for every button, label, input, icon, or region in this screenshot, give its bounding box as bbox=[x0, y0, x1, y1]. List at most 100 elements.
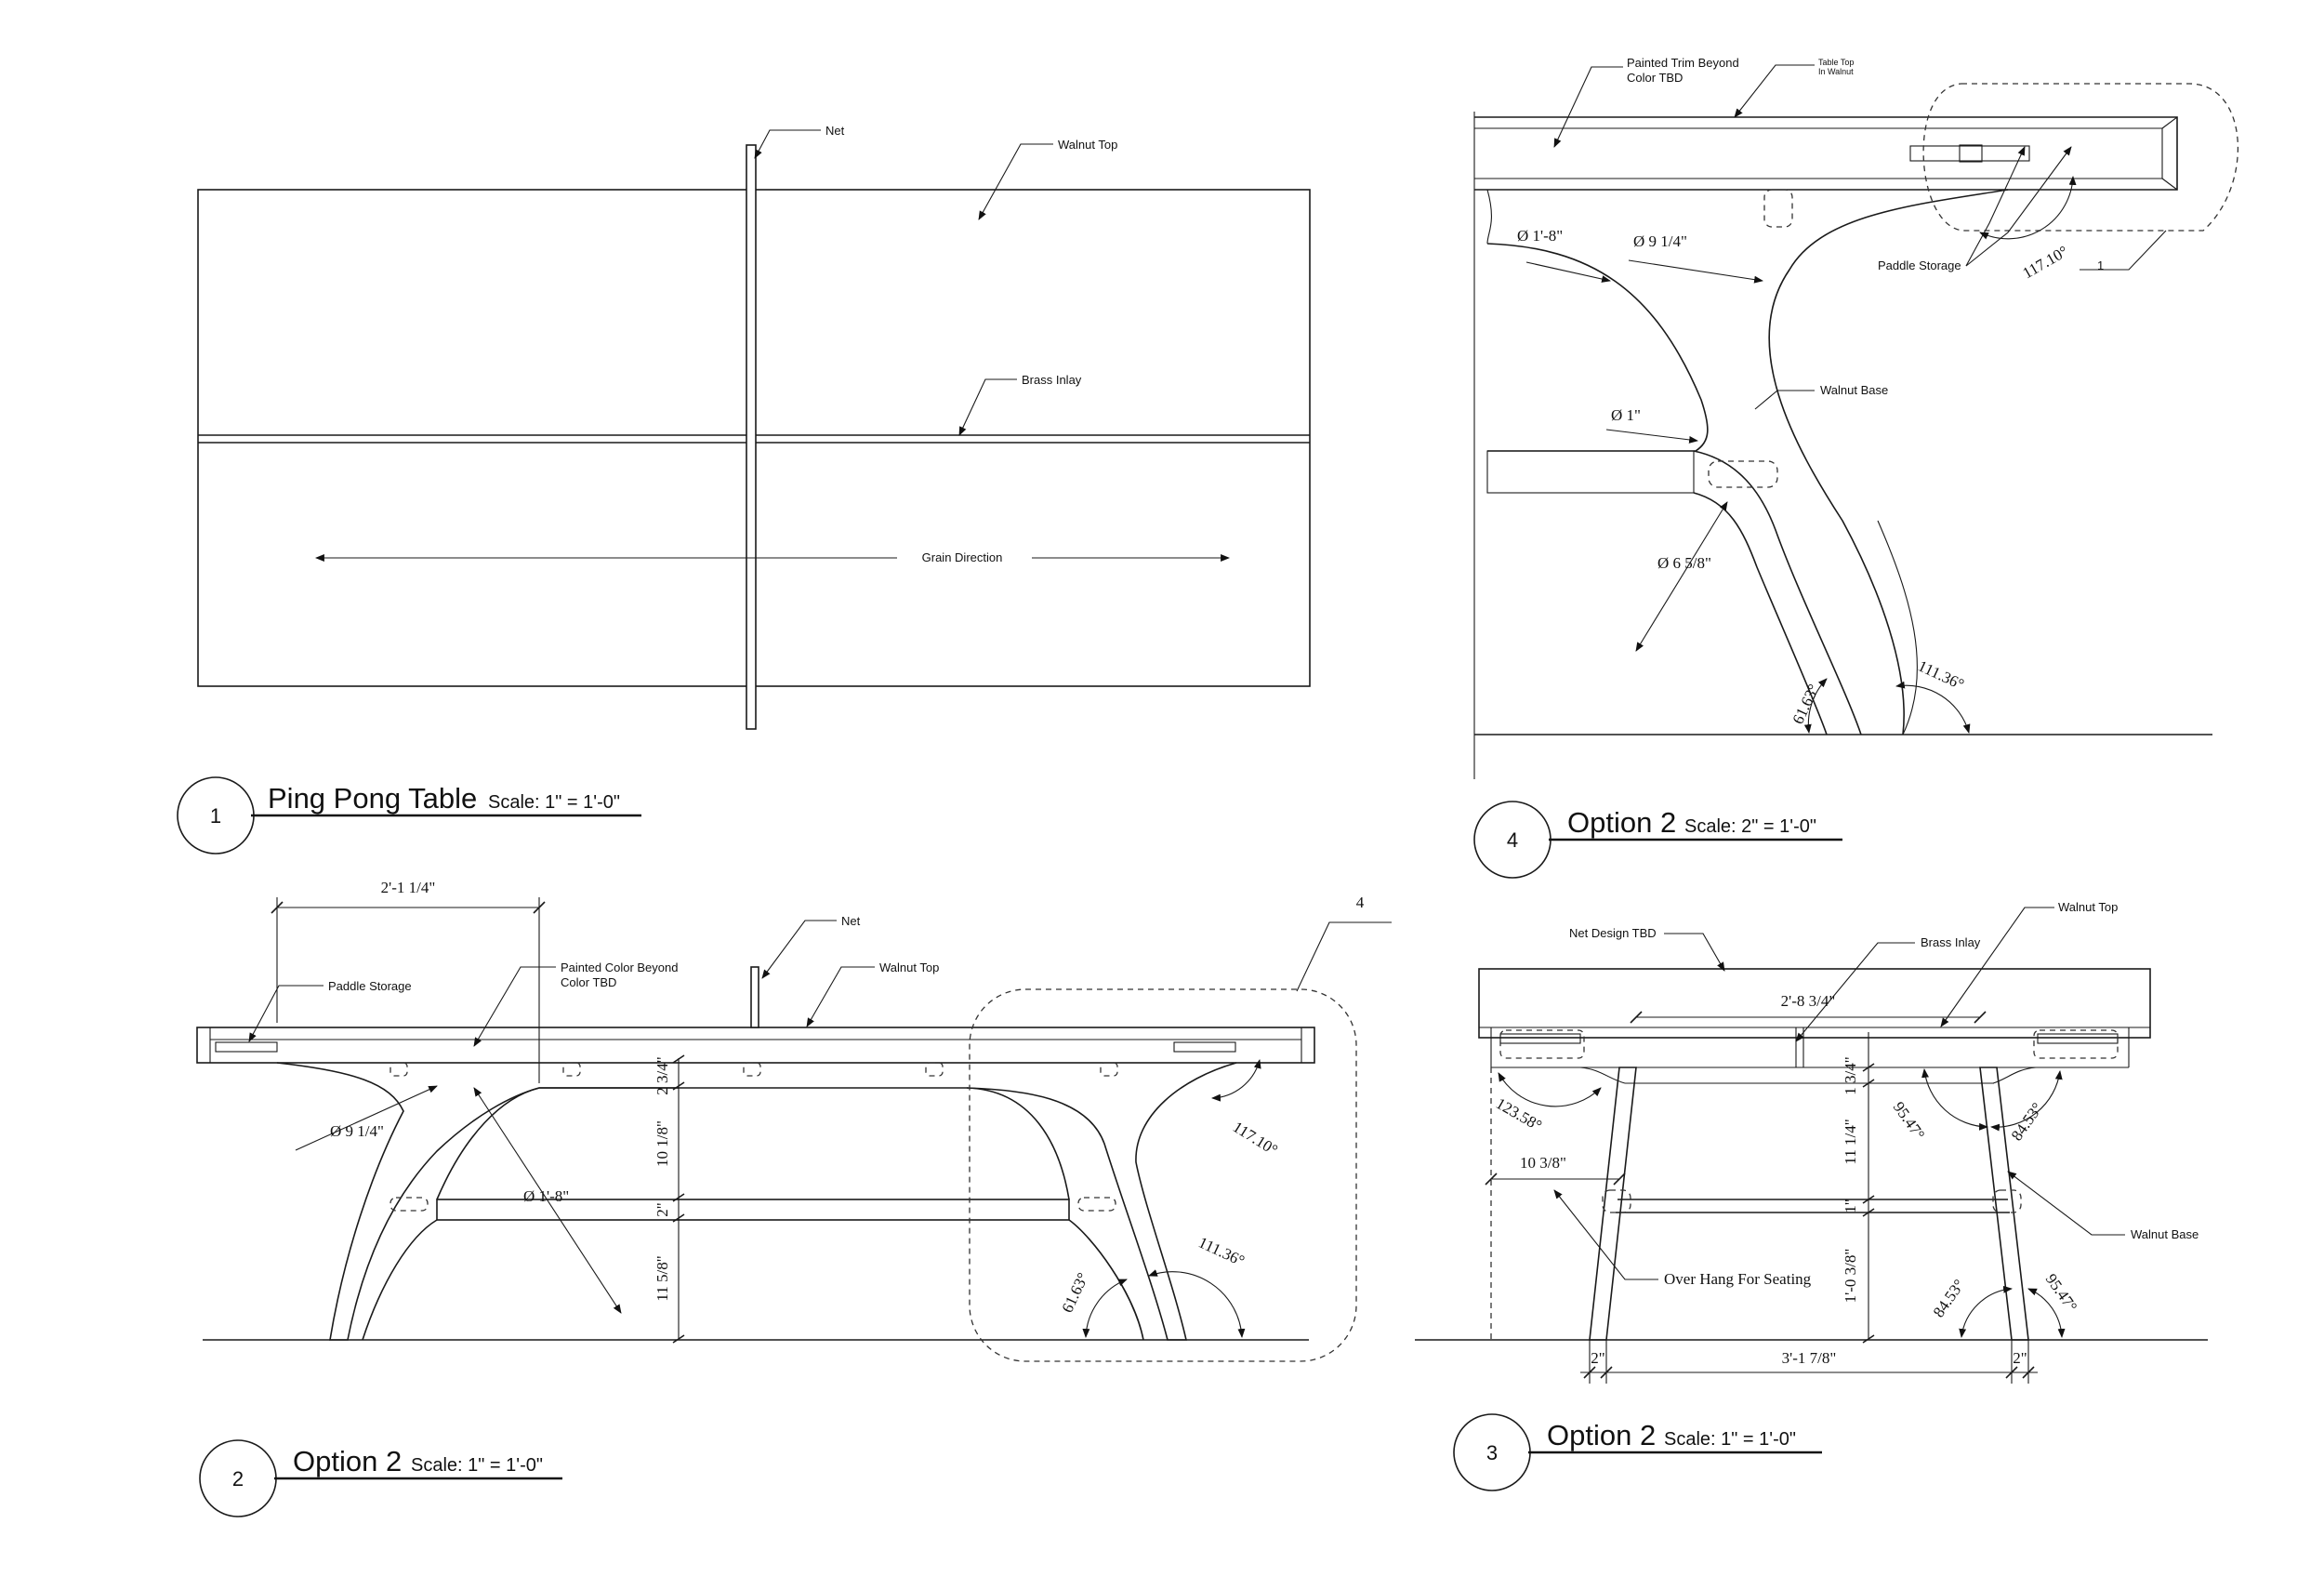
detail-4-boundary bbox=[969, 988, 1357, 1362]
painted-trim-line1: Painted Trim Beyond bbox=[1627, 56, 1739, 70]
view-4-detail: 1 Painted Trim Beyond Color TBD Table To… bbox=[1473, 56, 2238, 879]
grain-direction-label: Grain Direction bbox=[922, 550, 1003, 564]
end-table-top bbox=[1478, 968, 2151, 1039]
net-label: Net bbox=[825, 124, 845, 138]
section-mark-leader bbox=[2080, 230, 2167, 271]
angle-111-v2: 111.36° bbox=[1195, 1233, 1247, 1269]
walnut-top-label-v2: Walnut Top bbox=[879, 961, 939, 974]
dim-11-1-4: 11 1/4" bbox=[1842, 1119, 1859, 1164]
overhang-label: Over Hang For Seating bbox=[1664, 1270, 1812, 1288]
base-right-leg bbox=[539, 1062, 1237, 1341]
view-2-title: Option 2 bbox=[293, 1445, 402, 1477]
dia-9-1-4-v4: Ø 9 1/4" bbox=[1633, 232, 1687, 250]
dim-1-3-4: 1 3/4" bbox=[1842, 1056, 1859, 1094]
detail-table-top bbox=[1474, 116, 2178, 191]
dim-2-left: 2" bbox=[1591, 1349, 1604, 1367]
paddle-slot-left bbox=[215, 1041, 278, 1053]
view-1-plan: Grain Direction Net Walnut Top Brass Inl… bbox=[177, 124, 1311, 855]
view-2-scale: Scale: 1" = 1'-0" bbox=[411, 1455, 543, 1476]
detail-callout-leader bbox=[1296, 921, 1392, 992]
walnut-base-leader bbox=[1754, 390, 1815, 410]
angle-61-v4: 61.63° bbox=[1789, 682, 1822, 727]
walnut-top-leader bbox=[978, 143, 1053, 220]
base-left-leg bbox=[276, 1062, 679, 1341]
dim-2-8-3-4: 2'-8 3/4" bbox=[1781, 992, 1836, 1010]
table-top-leader bbox=[1734, 64, 1815, 118]
paddle-storage-label-v2: Paddle Storage bbox=[328, 979, 412, 993]
table-top-elevation bbox=[196, 1027, 1315, 1064]
painted-color-leader bbox=[473, 966, 556, 1047]
angle-95-top: 95.47° bbox=[1890, 1098, 1928, 1143]
net-leader-v2 bbox=[761, 920, 837, 979]
brass-inlay-label-v3: Brass Inlay bbox=[1921, 935, 1981, 949]
angle-111-arc bbox=[1148, 1269, 1246, 1338]
detail-arch-curve bbox=[1486, 243, 1709, 452]
detail-rear-leg bbox=[1693, 450, 1862, 735]
stretcher-rail bbox=[436, 1199, 1070, 1221]
walnut-top-leader-v3 bbox=[1940, 907, 2054, 1027]
dia-6-5-8-v4: Ø 6 5/8" bbox=[1657, 554, 1711, 572]
dim-2-a: 2" bbox=[654, 1202, 671, 1216]
painted-trim-leader bbox=[1553, 66, 1623, 148]
angle-61-v2: 61.63° bbox=[1058, 1270, 1091, 1316]
net-leader bbox=[754, 129, 821, 159]
dia-9-1-4-leader bbox=[295, 1085, 438, 1151]
angle-84-top: 84.53° bbox=[2008, 1099, 2046, 1144]
dia-1-8-v2: Ø 1'-8" bbox=[523, 1187, 569, 1205]
angle-95-bottom: 95.47° bbox=[2042, 1270, 2080, 1315]
dim-2-11-4: 2'-1 1/4" bbox=[381, 879, 436, 896]
angle-123: 123.58° bbox=[1493, 1094, 1545, 1134]
dim-10-3-8: 10 3/8" bbox=[1520, 1154, 1566, 1172]
angle-117-v2: 117.10° bbox=[1230, 1118, 1281, 1159]
walnut-top-label-v3: Walnut Top bbox=[2058, 900, 2118, 914]
end-leg-left bbox=[1589, 1067, 1637, 1341]
dim-10-1-8: 10 1/8" bbox=[654, 1120, 671, 1167]
walnut-base-leader-v3 bbox=[2007, 1171, 2125, 1236]
dia-9-1-4-v2: Ø 9 1/4" bbox=[330, 1122, 384, 1140]
dia-1-8-leader bbox=[473, 1087, 622, 1314]
view-3-number: 3 bbox=[1486, 1441, 1498, 1464]
walnut-top-leader-v2 bbox=[806, 966, 875, 1027]
table-top-line2: In Walnut bbox=[1818, 67, 1854, 76]
detail-paddle-slot bbox=[1909, 145, 2030, 162]
angle-84-bottom: 84.53° bbox=[1930, 1276, 1968, 1320]
dim-2-3-4: 2 3/4" bbox=[654, 1056, 671, 1094]
paddle-storage-label: Paddle Storage bbox=[1878, 258, 1961, 272]
brass-inlay-leader bbox=[958, 378, 1017, 436]
view-4-title: Option 2 bbox=[1567, 806, 1676, 839]
dim-11-5-8: 11 5/8" bbox=[654, 1255, 671, 1301]
brass-inlay-label: Brass Inlay bbox=[1022, 373, 1082, 387]
angle-61-arc bbox=[1082, 1279, 1128, 1338]
angle-117-v4: 117.10° bbox=[2020, 243, 2071, 283]
dia-1-v4: Ø 1" bbox=[1611, 406, 1641, 424]
net-design-label: Net Design TBD bbox=[1569, 926, 1657, 940]
paddle-storage-leader-v2 bbox=[248, 985, 324, 1042]
walnut-base-label-v3: Walnut Base bbox=[2131, 1227, 2199, 1241]
view-2-elevation: 4 2'-1 1/4" 2 3/4" 10 1/8" 2" 11 5/8" Ø … bbox=[196, 879, 1392, 1517]
angle-117-arc bbox=[1211, 1059, 1261, 1102]
paddle-slot-right bbox=[1173, 1041, 1236, 1053]
net-design-leader bbox=[1664, 933, 1725, 972]
painted-color-line2: Color TBD bbox=[561, 975, 616, 989]
detail-callout-number: 4 bbox=[1356, 894, 1365, 911]
section-mark: 1 bbox=[2097, 258, 2104, 272]
detail-main-leg bbox=[1768, 189, 2009, 735]
net-label-v2: Net bbox=[841, 914, 861, 928]
view-1-title: Ping Pong Table bbox=[268, 782, 477, 815]
painted-color-line1: Painted Color Beyond bbox=[561, 961, 678, 974]
walnut-top-label: Walnut Top bbox=[1058, 138, 1117, 152]
dim-3-1-7-8: 3'-1 7/8" bbox=[1782, 1349, 1837, 1367]
net-elevation bbox=[750, 966, 759, 1028]
table-top-line1: Table Top bbox=[1818, 58, 1854, 67]
overhang-leader bbox=[1553, 1189, 1658, 1280]
view-4-scale: Scale: 2" = 1'-0" bbox=[1684, 816, 1816, 837]
dim-1-0-3-8: 1'-0 3/8" bbox=[1842, 1249, 1859, 1304]
view-3-scale: Scale: 1" = 1'-0" bbox=[1664, 1429, 1796, 1450]
view-3-title: Option 2 bbox=[1547, 1419, 1656, 1451]
net-plan bbox=[746, 144, 757, 730]
dim-2-right: 2" bbox=[2013, 1349, 2027, 1367]
view-1-scale: Scale: 1" = 1'-0" bbox=[488, 792, 620, 813]
view-2-number: 2 bbox=[232, 1467, 244, 1491]
detail-1-boundary bbox=[1922, 83, 2238, 232]
dim-1: 1" bbox=[1842, 1199, 1859, 1212]
